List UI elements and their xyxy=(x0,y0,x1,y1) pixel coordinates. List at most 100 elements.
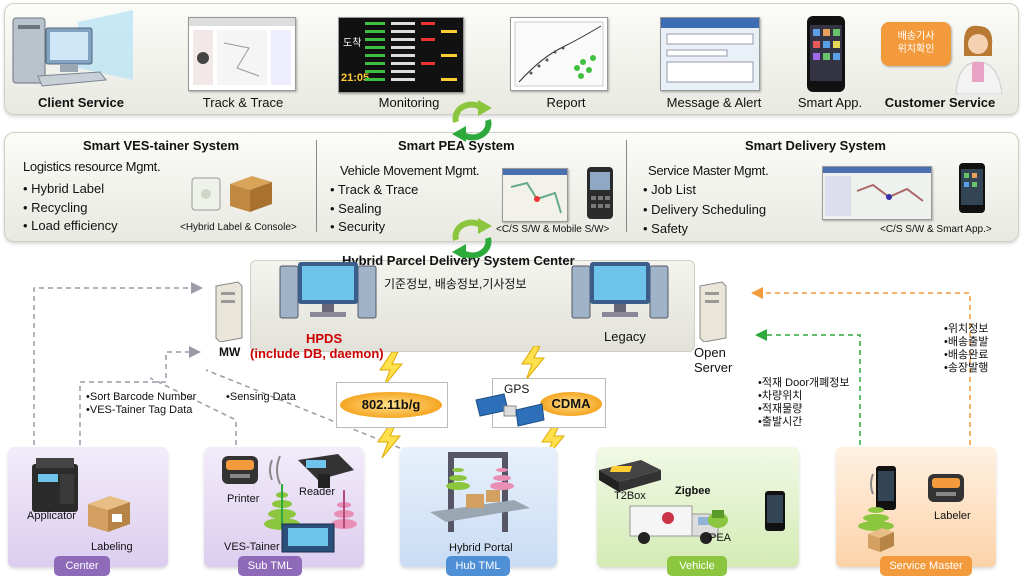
site-label: VES-Tainer xyxy=(224,541,280,553)
smartphone-icon xyxy=(959,163,985,213)
t2box-icon xyxy=(599,460,661,492)
wireless-bolt-icon xyxy=(521,346,546,380)
vehicle-info-note: •적재물량 xyxy=(758,403,803,415)
cycle-arrows-icon xyxy=(452,100,492,142)
pea-item: • Sealing xyxy=(330,201,382,216)
hybrid-label-console-image xyxy=(191,176,272,212)
systems-divider-2 xyxy=(626,140,627,232)
monitoring-screenshot: 도착 21:05 xyxy=(338,17,464,93)
smartphone-icon xyxy=(765,491,785,531)
delivery-item: • Safety xyxy=(643,221,689,236)
delivery-subtitle: Service Master Mgmt. xyxy=(648,163,769,178)
site-label: Printer xyxy=(227,493,260,505)
site-pill-hubtml: Hub TML xyxy=(446,556,510,576)
cycle-arrows-icon xyxy=(452,218,492,260)
wireless-bolt-icon xyxy=(377,424,402,458)
service-label-client: Client Service xyxy=(38,95,124,110)
service-label-customer: Customer Service xyxy=(884,95,996,110)
operator-icon xyxy=(955,25,1003,94)
site-pill-subtml: Sub TML xyxy=(238,556,302,576)
site-label: Labeler xyxy=(934,510,971,522)
master-info-note: •배송완료 xyxy=(944,349,989,361)
labeler-icon xyxy=(928,474,964,502)
report-screenshot xyxy=(510,17,608,91)
legacy-label: Legacy xyxy=(604,329,646,344)
cdma-label: CDMA xyxy=(551,396,591,411)
pea-title: Smart PEA System xyxy=(398,138,515,153)
site-label: Applicator xyxy=(27,510,76,522)
mw-server-icon xyxy=(215,281,243,342)
sensing-note: •Sensing Data xyxy=(226,391,296,403)
server-monitor-icon xyxy=(571,262,669,319)
site-pill-center: Center xyxy=(54,556,110,576)
pea-subtitle: Vehicle Movement Mgmt. xyxy=(340,163,480,178)
site-pill-vehicle: Vehicle xyxy=(667,556,727,576)
wifi-label: 802.11b/g xyxy=(361,397,421,412)
vestainer-subtitle: Logistics resource Mgmt. xyxy=(23,159,161,174)
site-master-box xyxy=(836,447,996,567)
hpds-sublabel: (include DB, daemon) xyxy=(250,346,384,361)
wireless-bolt-icon xyxy=(379,352,404,386)
pea-device-icon xyxy=(708,510,728,528)
rfid-signal-icon xyxy=(331,490,357,529)
site-label: Hybrid Portal xyxy=(449,542,513,554)
vestainer-title: Smart VES-tainer System xyxy=(83,138,240,153)
parcel-box-icon xyxy=(88,496,130,532)
message-alert-screenshot xyxy=(660,17,760,91)
service-label-smartapp: Smart App. xyxy=(797,95,863,110)
mw-label: MW xyxy=(219,345,241,359)
master-info-note: •배송출발 xyxy=(944,336,989,348)
cdma-oval: CDMA xyxy=(540,392,602,416)
delivery-map-screenshot xyxy=(822,166,932,220)
wifi-oval: 802.11b/g xyxy=(340,392,442,418)
pea-caption: <C/S S/W & Mobile S/W> xyxy=(496,224,610,235)
pea-item: • Security xyxy=(330,219,386,234)
service-label-monitoring: Monitoring xyxy=(378,95,440,110)
rfid-signal-icon xyxy=(858,507,894,531)
mobile-terminal-icon xyxy=(587,167,613,219)
open-server-icon xyxy=(699,281,727,342)
ves-tainer-icon xyxy=(281,523,335,553)
site-label: Labeling xyxy=(91,541,133,553)
site-label: PEA xyxy=(709,532,732,544)
site-pill-master: Service Master xyxy=(880,556,972,576)
computer-icon xyxy=(12,10,133,87)
master-info-note: •송장발행 xyxy=(944,362,989,374)
site-label: T2Box xyxy=(614,490,646,502)
open-server-label: Open Server xyxy=(694,345,733,375)
mobile-printer-icon xyxy=(222,456,258,484)
smartphone-icon xyxy=(870,466,896,510)
vestainer-item: • Recycling xyxy=(23,200,88,215)
service-label-message: Message & Alert xyxy=(666,95,762,110)
vestainer-item: • Load efficiency xyxy=(23,218,118,233)
customer-bubble-text: 배송기사 위치확인 xyxy=(897,31,935,55)
pea-map-screenshot xyxy=(502,168,568,222)
monitoring-clock: 21:05 xyxy=(341,72,370,84)
vehicle-info-note: •적재 Door개폐정보 xyxy=(758,377,850,389)
delivery-title: Smart Delivery System xyxy=(745,138,886,153)
vehicle-info-note: •출발시간 xyxy=(758,416,803,428)
service-label-report: Report xyxy=(546,95,586,110)
vestainer-item: • Hybrid Label xyxy=(23,181,105,196)
center-data-note: •VES-Tainer Tag Data xyxy=(86,404,193,416)
truck-icon xyxy=(629,505,719,544)
vehicle-info-note: •차량위치 xyxy=(758,390,803,402)
monitoring-status: 도착 xyxy=(343,38,362,49)
service-label-track: Track & Trace xyxy=(202,95,284,110)
center-title: Hybrid Parcel Delivery System Center xyxy=(342,253,575,268)
track-trace-screenshot xyxy=(188,17,296,91)
delivery-caption: <C/S S/W & Smart App.> xyxy=(880,224,992,235)
vestainer-caption: <Hybrid Label & Console> xyxy=(180,222,297,233)
pea-item: • Track & Trace xyxy=(330,182,419,197)
satellite-icon xyxy=(475,393,545,427)
rfid-reader-icon xyxy=(269,454,354,488)
systems-divider-1 xyxy=(316,140,317,232)
label-printer-icon xyxy=(32,458,78,512)
smartphone-icon xyxy=(807,16,845,92)
hybrid-portal-icon xyxy=(430,452,530,532)
delivery-item: • Delivery Scheduling xyxy=(643,202,767,217)
delivery-item: • Job List xyxy=(643,182,696,197)
center-subtitle: 기준정보, 배송정보,기사정보 xyxy=(384,277,527,291)
hpds-label: HPDS xyxy=(306,331,343,346)
